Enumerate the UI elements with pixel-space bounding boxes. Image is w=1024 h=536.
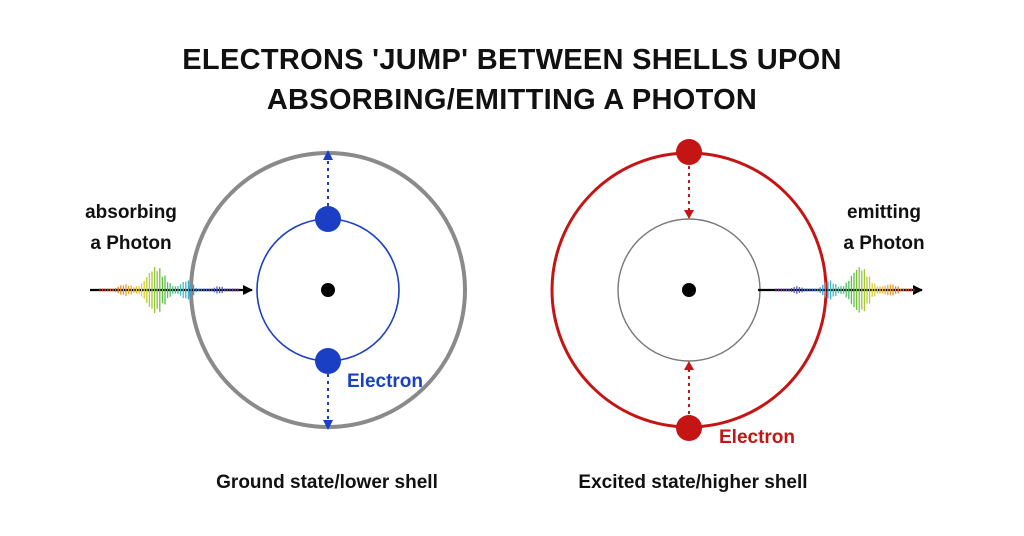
title-line-1: ELECTRONS 'JUMP' BETWEEN SHELLS UPON: [182, 44, 842, 76]
title-line-2: ABSORBING/EMITTING A PHOTON: [266, 84, 758, 116]
arrowhead-up-right: [684, 361, 694, 370]
arrowhead-down-left: [323, 420, 333, 430]
page-title: ELECTRONS 'JUMP' BETWEEN SHELLS UPON ABS…: [0, 40, 1024, 120]
photon-wave-right: [775, 267, 915, 313]
electron-bottom-left: [315, 348, 341, 374]
electron-label-left: Electron: [347, 371, 423, 392]
ground-state-atom: absorbing a Photon Electron Ground state…: [85, 150, 467, 493]
nucleus-left: [321, 283, 335, 297]
photon-wave-left: [99, 266, 239, 314]
nucleus-right: [682, 283, 696, 297]
arrowhead-down-right: [684, 210, 694, 219]
electron-top-left: [315, 206, 341, 232]
absorbing-label-line-2: a Photon: [90, 233, 171, 254]
electron-top-right: [676, 139, 702, 165]
ground-state-caption: Ground state/lower shell: [216, 472, 438, 493]
electron-bottom-right: [676, 415, 702, 441]
excited-state-caption: Excited state/higher shell: [578, 472, 807, 493]
emitting-label-line-2: a Photon: [843, 233, 924, 254]
excited-state-atom: emitting a Photon Electron Excited state…: [550, 139, 925, 493]
absorbing-label-line-1: absorbing: [85, 202, 177, 223]
electron-label-right: Electron: [719, 427, 795, 448]
arrowhead-up-left: [323, 150, 333, 160]
emitting-label-line-1: emitting: [847, 202, 921, 223]
